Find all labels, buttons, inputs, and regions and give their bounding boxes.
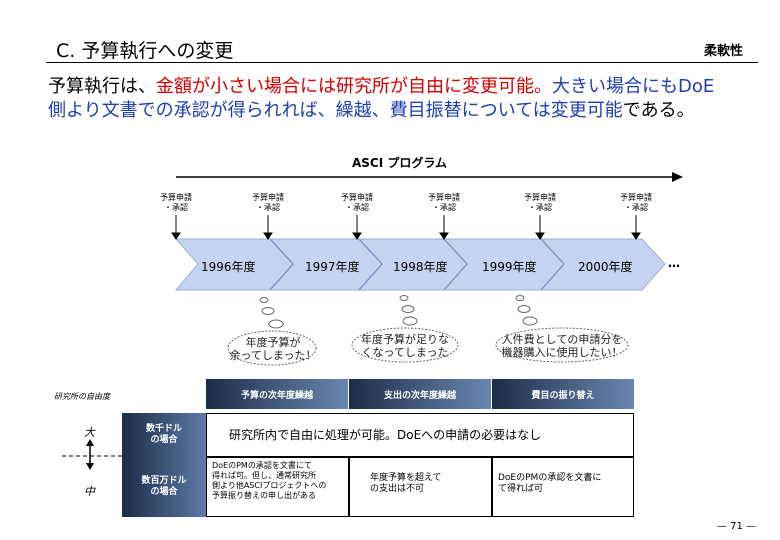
lead-part-1: 予算執行は、 [48, 76, 156, 97]
lead-part-4: 側より文書での承認が得られれば、繰越、費目振替については [48, 100, 551, 121]
program-arrow-head [672, 172, 683, 182]
year-separator [269, 238, 295, 291]
thought-cloud-2 [351, 327, 459, 363]
page-title: C. 予算執行への変更 [56, 40, 234, 62]
column-header: 支出の次年度繰越 [349, 379, 492, 409]
year-separator [540, 238, 566, 291]
lead-part-3: 大きい場合にもDoE [552, 76, 715, 97]
row-header: 数百万ドル の場合 [122, 457, 206, 517]
year-label: 1998年度 [393, 260, 448, 274]
thought-text-3: 人件費としての申請分を 機器購入に使用したい！ [501, 333, 623, 359]
column-header: 費目の振り替え [492, 379, 634, 409]
title-divider [46, 62, 758, 63]
page-number: — 71 — [716, 521, 756, 532]
approval-label: 予算申請 ・承認 [524, 193, 556, 212]
approval-label: 予算申請 ・承認 [160, 193, 192, 212]
approval-label: 予算申請 ・承認 [620, 193, 652, 212]
thought-text-2: 年度予算が足りな くなってしまった [361, 333, 449, 359]
lead-part-5: 変更可能 [550, 100, 623, 121]
merged-cell: 研究所内で自由に処理が可能。DoEへの申請の必要はなし [206, 413, 634, 457]
approval-label: 予算申請 ・承認 [341, 193, 373, 212]
year-label: 1997年度 [305, 260, 360, 274]
row-header: 数千ドル の場合 [122, 413, 206, 457]
year-label: 1999年度 [482, 260, 537, 274]
thought-cloud-1 [227, 330, 317, 366]
year-label: 2000年度 [578, 260, 633, 274]
axis-bottom-label: 中 [84, 485, 95, 498]
continuation-ellipsis: … [668, 256, 680, 270]
table-cell: 年度予算を超えて の支出は不可 [349, 457, 492, 517]
approval-label: 予算申請 ・承認 [428, 193, 460, 212]
thought-text-1: 年度予算が 余ってしまった！ [229, 336, 317, 362]
year-label: 1996年度 [201, 260, 256, 274]
thought-cloud-3 [495, 327, 629, 363]
timeline-label: ASCI プログラム [352, 156, 448, 170]
year-separator [443, 238, 469, 291]
lead-statement: 予算執行は、金額が小さい場合には研究所が自由に変更可能。大きい場合にもDoE 側… [48, 75, 768, 123]
section-tag: 柔軟性 [704, 44, 744, 59]
table-cell: DoEのPMの承認を文書にて 得れば可。但し、通常研究所 側より他ASCIプロジ… [206, 457, 349, 517]
axis-label: 研究所の自由度 [54, 392, 110, 401]
column-header: 予算の次年度繰越 [206, 379, 349, 409]
lead-part-2: 金額が小さい場合には研究所が自由に変更可能。 [156, 76, 552, 97]
lead-part-6: である。 [622, 100, 695, 121]
fiscal-year-band [174, 238, 666, 291]
year-separator [358, 238, 384, 291]
table-cell: DoEのPMの承認を文書に て得れば可 [492, 457, 634, 517]
approval-label: 予算申請 ・承認 [252, 193, 284, 212]
axis-top-label: 大 [84, 426, 95, 439]
